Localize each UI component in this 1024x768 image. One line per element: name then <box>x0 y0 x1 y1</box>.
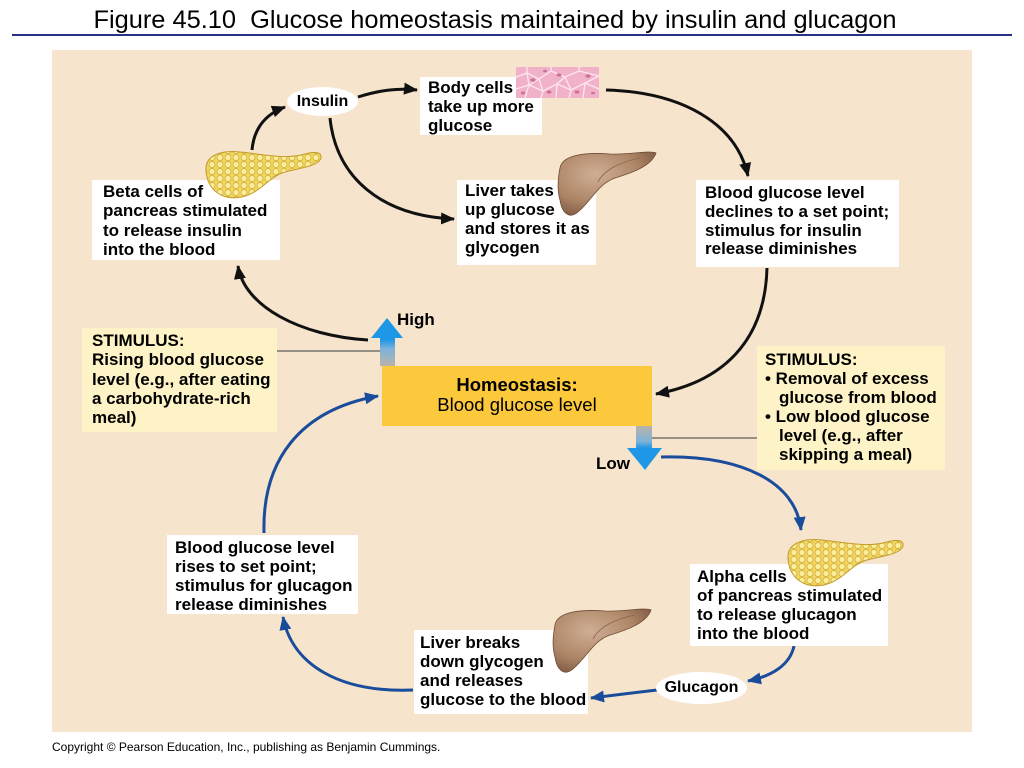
stimulus-low-text-line: glucose from blood <box>779 388 937 407</box>
body-cells-box: Body cells take up more glucose <box>420 77 542 135</box>
beta-cells-box: Beta cells of pancreas stimulated to rel… <box>92 180 280 260</box>
glucose-declines-text-line: Blood glucose level <box>705 183 865 202</box>
liver-breaks-down-box: Liver breaks down glycogen and releases … <box>414 630 588 714</box>
copyright-notice: Copyright © Pearson Education, Inc., pub… <box>52 740 441 754</box>
body-cells-text-line: Body cells <box>428 78 514 97</box>
insulin-label: Insulin <box>296 93 349 110</box>
stimulus-low-text-line: skipping a meal) <box>779 445 913 464</box>
alpha-cells-text-line: to release glucagon <box>697 605 857 624</box>
liver-takes-up-text-line: up glucose <box>465 200 555 219</box>
liver-breaks-down-text-line: down glycogen <box>420 652 544 671</box>
alpha-cells-text-line: into the blood <box>697 624 810 643</box>
glucose-rises-text-line: rises to set point; <box>175 557 317 576</box>
homeostasis-subheading: Blood glucose level <box>437 394 597 415</box>
liver-takes-up-text-line: Liver takes <box>465 181 554 200</box>
stimulus-low-bullet-line: • Removal of excess <box>765 369 929 388</box>
insulin-oval: Insulin <box>287 87 358 116</box>
stimulus-high-text-line: level (e.g., after eating <box>92 369 271 389</box>
liver-takes-up-box: Liver takes up glucose and stores it as … <box>457 180 596 265</box>
glucose-declines-text-line: stimulus for insulin <box>705 220 862 240</box>
body-cells-text-line: glucose <box>428 116 493 135</box>
slide-title: Figure 45.10 Glucose homeostasis maintai… <box>93 6 897 34</box>
beta-cells-text-line: pancreas stimulated <box>103 201 268 221</box>
high-label: High <box>397 310 435 329</box>
stimulus-low-box: STIMULUS: • Removal of excess glucose fr… <box>757 346 945 470</box>
glucose-rises-box: Blood glucose level rises to set point; … <box>167 535 358 614</box>
homeostasis-box: Homeostasis: Blood glucose level <box>382 366 652 426</box>
stimulus-low-text-line: level (e.g., after <box>779 426 903 445</box>
low-label: Low <box>596 454 630 473</box>
liver-breaks-down-text-line: and releases <box>420 671 524 690</box>
beta-cells-text-line: into the blood <box>103 239 216 259</box>
glucose-declines-text-line: release diminishes <box>705 239 858 259</box>
stimulus-high-box: STIMULUS: Rising blood glucose level (e.… <box>82 328 277 432</box>
liver-takes-up-text-line: and stores it as <box>465 219 590 238</box>
glucagon-oval: Glucagon <box>656 672 747 704</box>
liver-breaks-down-text-line: Liver breaks <box>420 633 521 652</box>
beta-cells-text-line: Beta cells of <box>103 182 204 201</box>
alpha-cells-text-line: Alpha cells <box>697 567 787 586</box>
stimulus-low-heading: STIMULUS: <box>765 350 858 369</box>
liver-breaks-down-text-line: glucose to the blood <box>420 690 587 709</box>
stimulus-high-text-line: Rising blood glucose <box>92 350 264 370</box>
glucose-declines-box: Blood glucose level declines to a set po… <box>696 180 899 267</box>
alpha-cells-text-line: of pancreas stimulated <box>697 586 883 605</box>
body-cells-text-line: take up more <box>428 97 534 116</box>
stimulus-high-text-line: a carbohydrate-rich <box>92 388 251 408</box>
stimulus-low-bullet-line: • Low blood glucose <box>765 407 930 426</box>
beta-cells-text-line: to release insulin <box>103 220 242 240</box>
homeostasis-heading: Homeostasis: <box>456 374 578 395</box>
glucose-rises-text-line: Blood glucose level <box>175 538 335 557</box>
title-divider <box>12 34 1012 36</box>
glucose-declines-text-line: declines to a set point; <box>705 201 890 221</box>
glucose-rises-text-line: release diminishes <box>175 595 328 614</box>
stimulus-high-text-line: meal) <box>92 408 137 428</box>
stimulus-high-heading: STIMULUS: <box>92 331 185 350</box>
alpha-cells-box: Alpha cells of pancreas stimulated to re… <box>690 564 888 646</box>
liver-takes-up-text-line: glycogen <box>465 238 540 257</box>
glucagon-label: Glucagon <box>664 679 739 696</box>
glucose-rises-text-line: stimulus for glucagon <box>175 576 353 595</box>
